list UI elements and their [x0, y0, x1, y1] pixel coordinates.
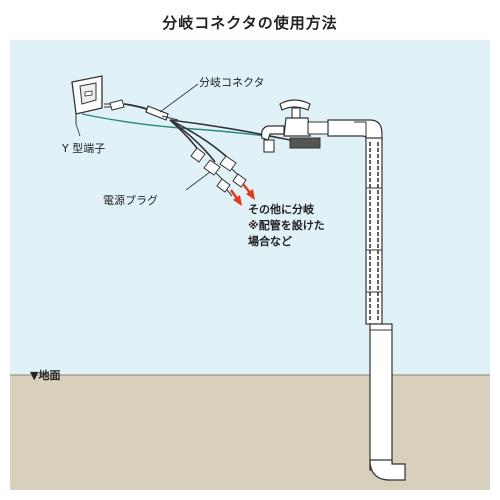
branch-note: その他に分岐 ※配管を設けた 場合など [248, 202, 325, 250]
power-plug-icon [190, 147, 206, 163]
pipe-elbow [369, 459, 406, 481]
connector-label: 分岐コネクタ [199, 76, 265, 89]
page-title: 分岐コネクタの使用方法 [162, 14, 338, 32]
red-arrow-icon [242, 183, 255, 200]
lower-pipe [369, 323, 393, 471]
ground-area [10, 375, 490, 490]
y-terminal-outlet-icon [71, 75, 103, 124]
branch-note-line1: その他に分岐 [248, 203, 314, 216]
y-terminal-label: Y 型端子 [62, 142, 106, 155]
power-plug-label: 電源プラグ [103, 194, 158, 207]
scene-illustration [10, 40, 490, 490]
vertical-pipe [365, 137, 383, 325]
pipe-fitting [354, 121, 367, 138]
red-arrow-icon [229, 189, 242, 206]
y-terminal-plug-icon [104, 99, 125, 111]
branch-note-line3: 場合など [248, 235, 292, 248]
branch-cable-2 [169, 119, 216, 163]
ground-label: ▼地面 [30, 369, 61, 382]
scene [10, 40, 490, 490]
branch-note-line2: ※配管を設けた [248, 219, 325, 232]
connector-leader-line [159, 83, 199, 113]
faucet-icon [261, 99, 331, 153]
branch-cable-3 [169, 119, 229, 159]
plug-leader-line [185, 171, 211, 191]
power-plug-icon [203, 159, 233, 197]
y-terminal-leader-line [75, 123, 81, 137]
power-plug-icon [219, 155, 247, 188]
insulation-band-icon [289, 137, 321, 149]
